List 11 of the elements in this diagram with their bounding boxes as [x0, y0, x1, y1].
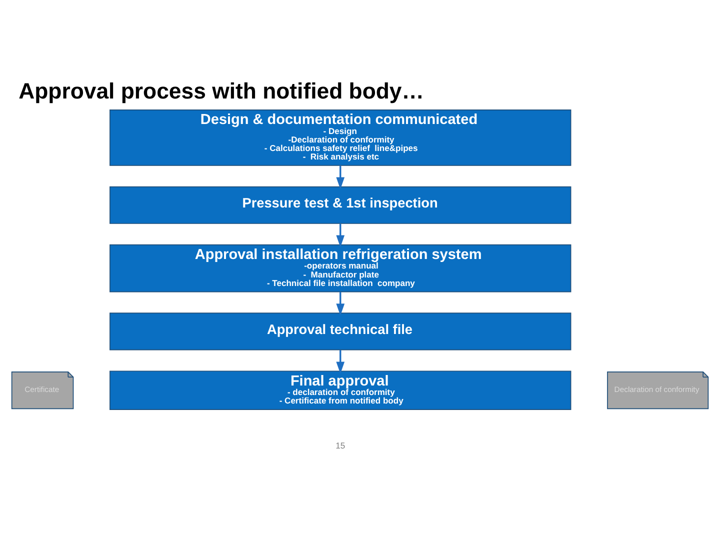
arrow [336, 292, 345, 316]
arrow [336, 166, 345, 190]
node-box: Pressure test & 1st inspection [110, 186, 572, 224]
node-box: Approval installation refrigeration system -operators manual - Manufactor plate - Technical file installation company [110, 244, 572, 292]
arrow [336, 224, 345, 248]
node-box: Approval technical file [110, 312, 572, 350]
arrow [336, 350, 345, 374]
diagram-title: Approval process with notified body… [18, 78, 424, 104]
node-box: Design & documentation communicated - Design -Declaration of conformity - Calculations safety relief line&pipes - Risk analysis etc [110, 110, 572, 166]
node-box: Final approval - declaration of conformity - Certificate from notified body [110, 370, 572, 410]
label: 15 [336, 440, 346, 450]
